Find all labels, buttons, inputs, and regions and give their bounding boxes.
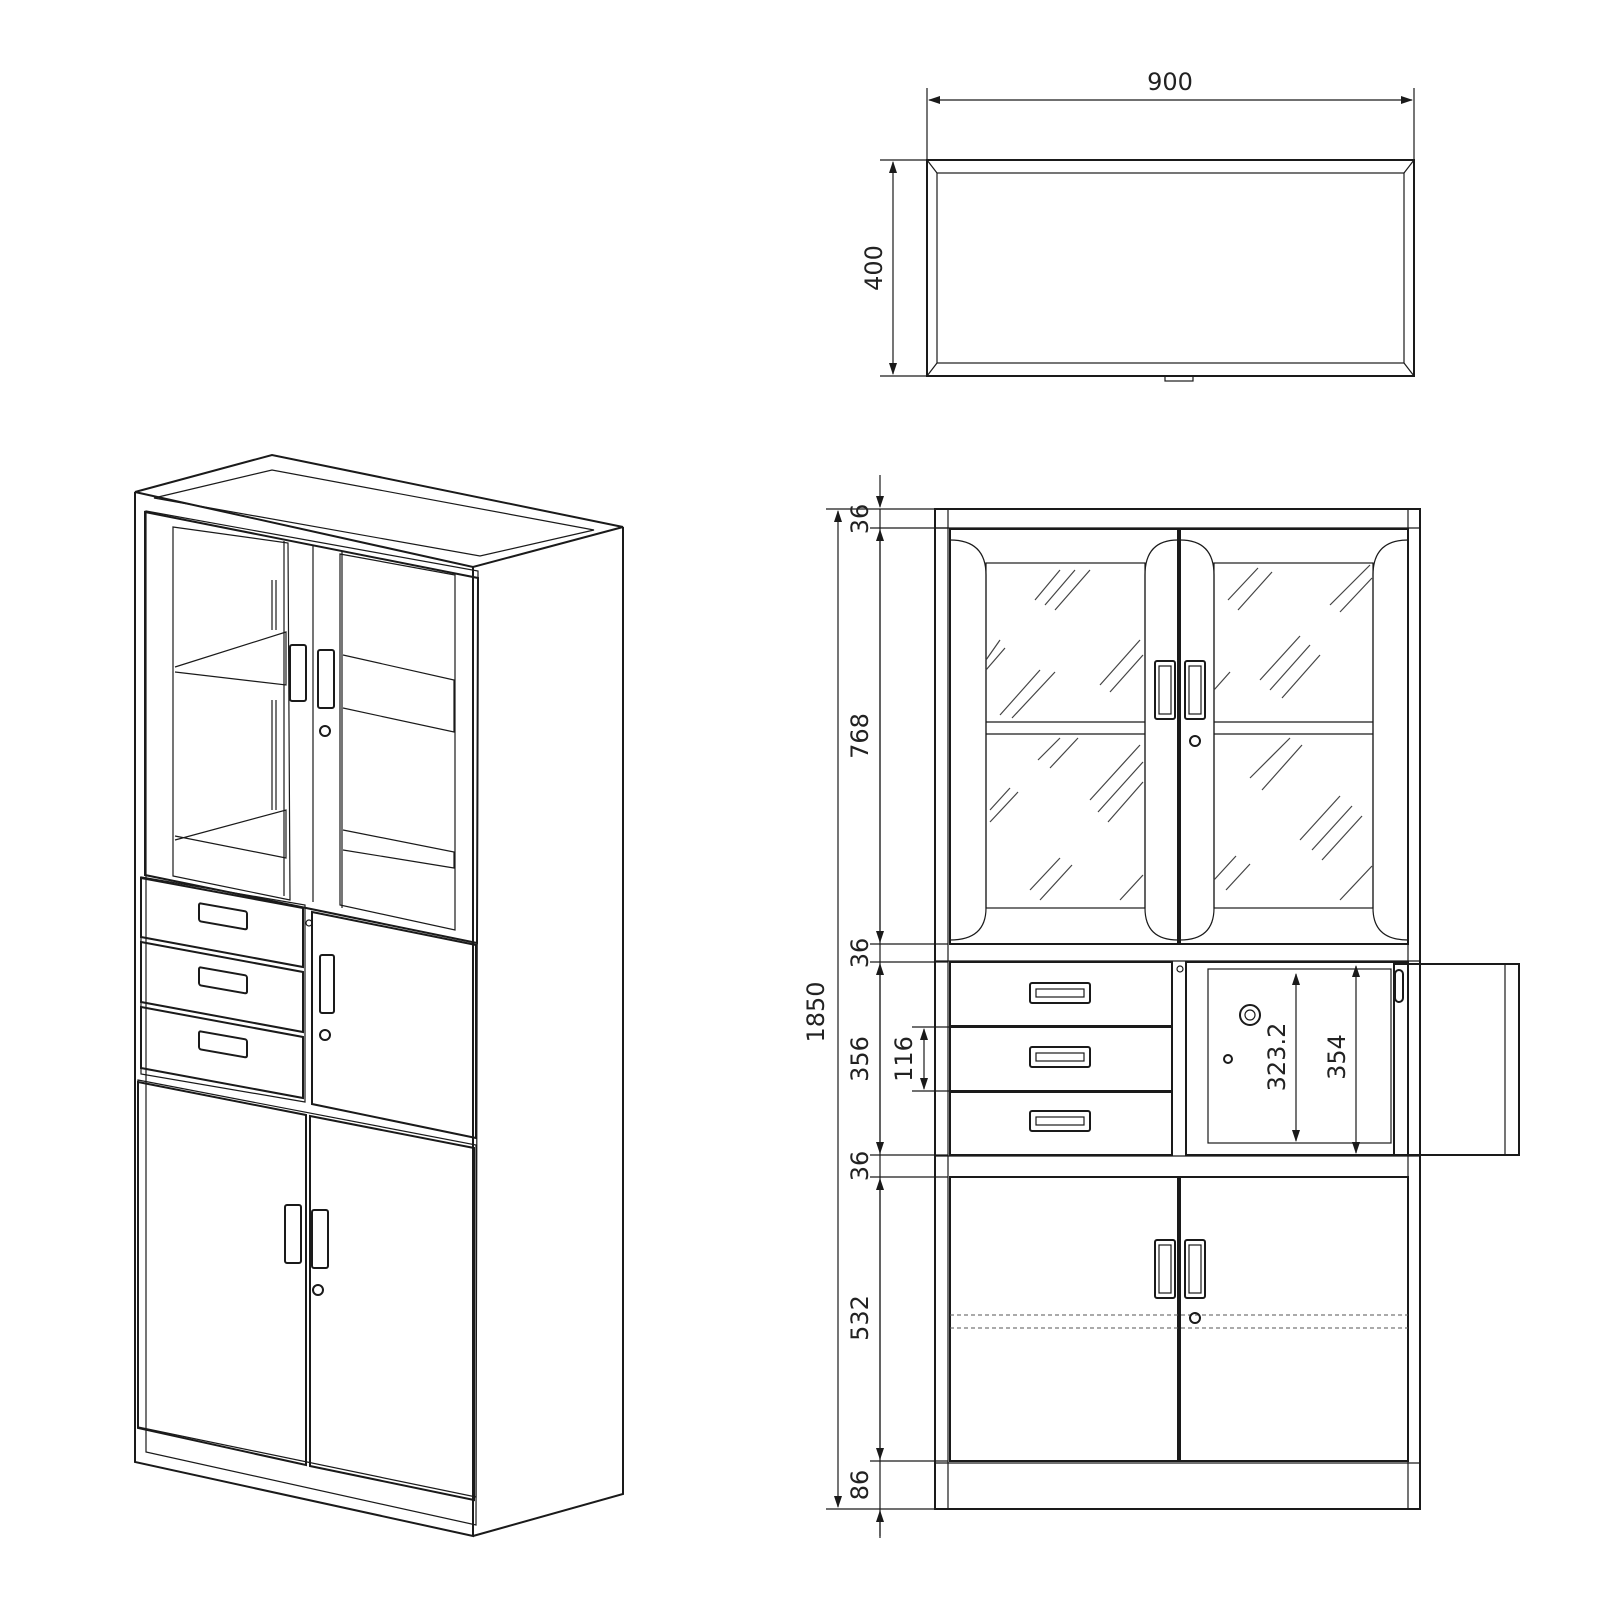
front-view: 323.2 354 1850	[802, 475, 1520, 1538]
top-view-inner	[936, 172, 1405, 364]
iso-upper-handle-right[interactable]	[317, 649, 335, 709]
iso-lower-lock-icon	[312, 1284, 324, 1296]
iso-drawer-3-handle[interactable]	[198, 1030, 248, 1059]
drawer-2-handle[interactable]	[1029, 1046, 1091, 1068]
iso-lower-handle-left[interactable]	[284, 1204, 302, 1264]
drawer-3-handle[interactable]	[1029, 1110, 1091, 1132]
base-height-label: 86	[846, 1470, 874, 1501]
top-base-height-label: 36	[846, 504, 874, 535]
safe-inner-label: 323.2	[1263, 1023, 1291, 1092]
iso-drawer-3[interactable]	[140, 1005, 304, 1100]
iso-upper-handle-left[interactable]	[289, 644, 307, 702]
iso-drawer-1[interactable]	[140, 876, 304, 969]
handle-plan-mark	[1164, 375, 1194, 382]
glass-reflection-hatching	[985, 564, 1373, 901]
glass-door-left[interactable]	[949, 528, 1179, 945]
glass-door-right[interactable]	[1179, 528, 1409, 945]
top-width-label: 900	[1147, 68, 1193, 96]
lower-height-label: 532	[846, 1295, 874, 1341]
iso-front-frame	[145, 510, 479, 1526]
front-glass-doors	[949, 528, 1409, 945]
lower-door-left[interactable]	[949, 1176, 1179, 1462]
top-view-outline	[926, 159, 1415, 377]
top-depth-label: 400	[860, 245, 888, 291]
iso-glass-pane-left	[172, 526, 291, 901]
isometric-view	[134, 453, 624, 1538]
safe-dial-icon[interactable]	[1239, 1004, 1261, 1026]
drawer-height-label: 116	[890, 1036, 918, 1082]
safe-outer-label: 354	[1323, 1034, 1351, 1080]
iso-top-face	[134, 453, 624, 569]
safe-compartment	[1185, 961, 1409, 1156]
iso-drawer-1-handle[interactable]	[198, 902, 248, 931]
safe-keyhole-icon	[1223, 1054, 1233, 1064]
mid-top-height-label: 36	[846, 938, 874, 969]
iso-upper-lock-icon	[319, 725, 331, 737]
iso-glass-pane-right	[339, 553, 456, 931]
total-height-label: 1850	[802, 981, 830, 1042]
safe-door-handle[interactable]	[1394, 969, 1404, 1003]
drawer-1-handle[interactable]	[1029, 982, 1091, 1004]
iso-middle-section	[140, 876, 477, 1140]
drawer-3[interactable]	[949, 1091, 1173, 1156]
front-lower-doors	[949, 1176, 1409, 1462]
safe-inner	[1207, 968, 1392, 1144]
top-view: 900 400	[860, 68, 1415, 382]
glass-pane-right	[1213, 562, 1374, 909]
lower-door-right[interactable]	[1179, 1176, 1409, 1462]
iso-lower-handle-right[interactable]	[311, 1209, 329, 1269]
iso-lower-door-right[interactable]	[309, 1114, 475, 1502]
height-dimensions: 1850 36 768 36 356 36 532 86	[802, 475, 950, 1538]
glass-door-handle-right[interactable]	[1184, 660, 1206, 720]
iso-lower-door-left[interactable]	[137, 1080, 307, 1467]
iso-safe-door[interactable]	[311, 910, 477, 1140]
safe-door-open[interactable]	[1393, 963, 1520, 1156]
lower-door-lock-icon	[1189, 1312, 1201, 1324]
iso-lower-doors	[137, 1079, 477, 1502]
middle-height-label: 356	[846, 1036, 874, 1082]
drawer-1[interactable]	[949, 961, 1173, 1027]
iso-safe-lock-icon	[319, 1029, 331, 1041]
glass-door-lock-icon	[1189, 735, 1201, 747]
glass-height-label: 768	[846, 713, 874, 759]
iso-drawer-2-handle[interactable]	[198, 966, 248, 995]
glass-door-handle-left[interactable]	[1154, 660, 1176, 720]
front-outline	[934, 508, 1421, 1510]
glass-pane-left	[985, 562, 1146, 909]
mid-bottom-height-label: 36	[846, 1151, 874, 1182]
lower-door-handle-left[interactable]	[1154, 1239, 1176, 1299]
iso-shelf-slots	[271, 580, 277, 810]
iso-drawer-2[interactable]	[140, 940, 304, 1034]
lower-door-handle-right[interactable]	[1184, 1239, 1206, 1299]
iso-safe-handle[interactable]	[319, 954, 335, 1014]
iso-glass-doors	[144, 510, 480, 945]
front-middle-section: 323.2 354	[935, 960, 1520, 1157]
drawer-2[interactable]	[949, 1026, 1173, 1092]
